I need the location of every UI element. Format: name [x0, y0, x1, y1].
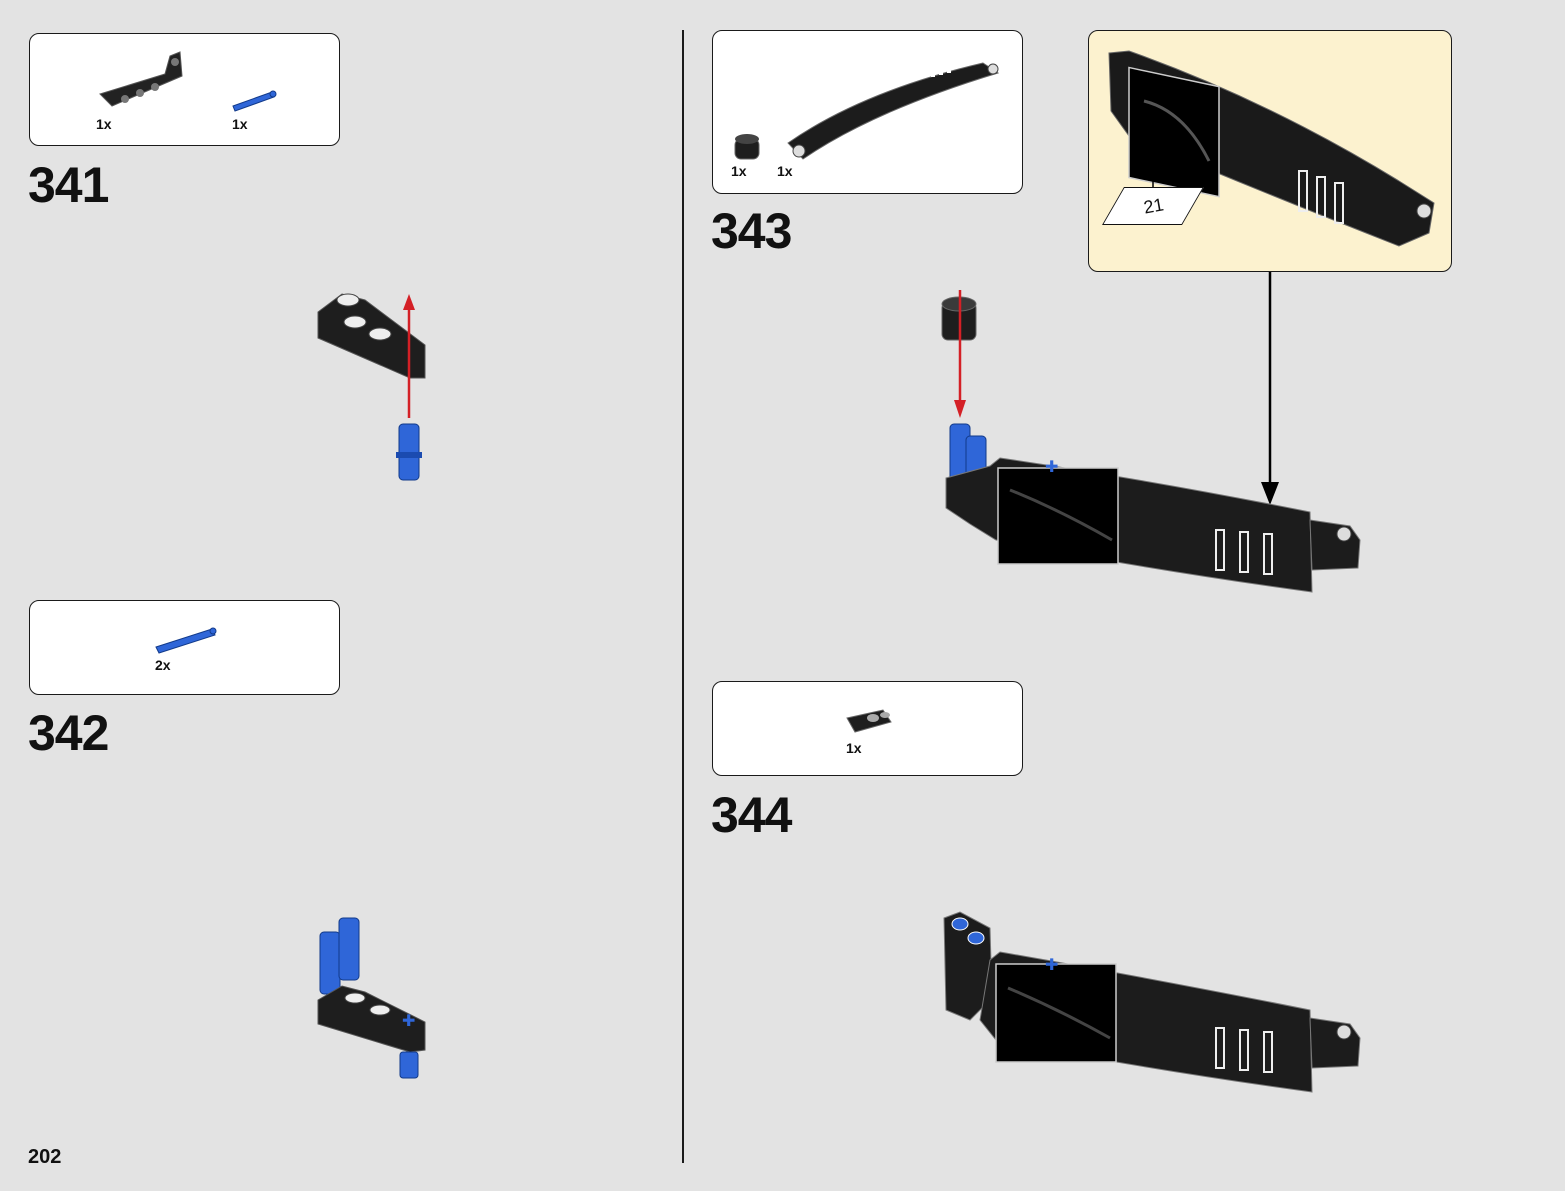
step-341-assembly [317, 293, 426, 481]
step-number: 343 [711, 203, 792, 259]
part-qty: 1x [777, 163, 793, 179]
page-divider [682, 30, 684, 1163]
step-number: 341 [28, 157, 109, 213]
part-qty: 1x [232, 116, 248, 132]
part-qty: 1x [96, 116, 112, 132]
part-qty: 1x [846, 740, 862, 756]
blue-axle-pin-icon [232, 90, 277, 112]
svg-text:✚: ✚ [1045, 459, 1058, 476]
parts-list-344: 1x [712, 681, 1023, 776]
step-number: 344 [711, 787, 792, 843]
bush-icon [734, 134, 760, 160]
step-number: 342 [28, 705, 109, 761]
page-number: 202 [28, 1146, 62, 1168]
part-qty: 1x [731, 163, 747, 179]
svg-text:✚: ✚ [1045, 957, 1058, 974]
parts-list-341: 1x 1x [29, 33, 340, 146]
parts-list-342: 2x [29, 600, 340, 695]
l-liftarm-icon [99, 51, 183, 107]
double-hole-connector-icon [846, 709, 892, 733]
parts-list-343: 1x 1x [712, 30, 1023, 194]
part-qty: 2x [155, 657, 171, 673]
blue-axle-pin-icon [155, 627, 217, 654]
curved-panel-icon [787, 61, 1000, 160]
sticker-callout: 21 [1088, 30, 1452, 272]
svg-text:✚: ✚ [402, 1013, 415, 1030]
step-342-assembly: ✚ [317, 917, 426, 1079]
